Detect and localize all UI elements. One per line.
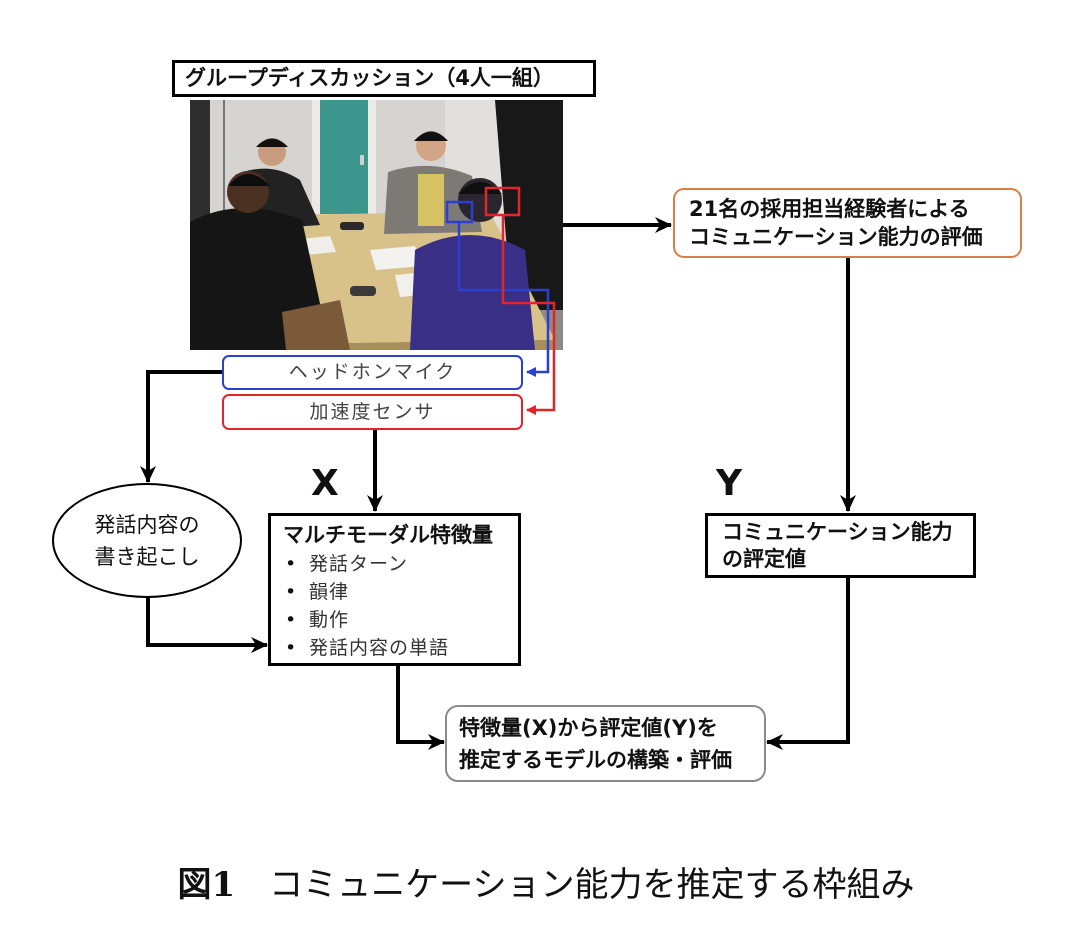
x-variable-label: X xyxy=(311,463,339,504)
arrow-rating-to-model xyxy=(766,578,850,750)
model-line-2: 推定するモデルの構築・評価 xyxy=(459,747,732,772)
transcription-line-1: 発話内容の xyxy=(94,512,200,537)
yellow-shirt xyxy=(418,174,444,226)
model-line-1: 特徴量(X)から評定値(Y)を xyxy=(459,715,718,740)
multimodal-features-box: マルチモーダル特徴量 発話ターン 韻律 動作 発話内容の単語 xyxy=(268,513,521,666)
figure-number: 図1 xyxy=(177,865,236,905)
headphone-mic-box: ヘッドホンマイク xyxy=(222,355,523,390)
model-building-box: 特徴量(X)から評定値(Y)を 推定するモデルの構築・評価 xyxy=(445,705,766,782)
arrow-features-to-model xyxy=(396,666,445,750)
device xyxy=(340,222,364,230)
brown-pants xyxy=(282,300,350,350)
group-discussion-title: グループディスカッション（4人一組） xyxy=(185,66,554,90)
feature-item: 動作 xyxy=(283,606,518,634)
evaluation-line-2: コミュニケーション能力の評価 xyxy=(689,225,983,249)
y-variable-label: Y xyxy=(716,463,743,504)
arrow-mic-to-transcription xyxy=(140,370,222,483)
feature-item: 発話内容の単語 xyxy=(283,634,518,662)
sensor-cap xyxy=(256,138,288,147)
features-list: 発話ターン 韻律 動作 発話内容の単語 xyxy=(283,550,518,662)
acceleration-sensor-box: 加速度センサ xyxy=(222,394,523,430)
feature-item: 韻律 xyxy=(283,578,518,606)
feature-item: 発話ターン xyxy=(283,550,518,578)
figure-caption: 図1 コミュニケーション能力を推定する枠組み xyxy=(0,858,1092,912)
transcription-line-2: 書き起こし xyxy=(94,544,200,569)
recruiter-evaluation-box: 21名の採用担当経験者による コミュニケーション能力の評価 xyxy=(673,188,1022,258)
sensor-cap xyxy=(228,174,270,186)
door-handle xyxy=(360,155,364,165)
participant-front-right xyxy=(410,235,535,350)
arrow-transcription-to-features xyxy=(146,598,268,653)
device xyxy=(350,286,376,296)
evaluation-line-1: 21名の採用担当経験者による xyxy=(689,197,970,221)
headphone-mic-label: ヘッドホンマイク xyxy=(288,361,457,383)
transcription-ellipse: 発話内容の 書き起こし xyxy=(52,483,242,598)
sensor-cap xyxy=(414,131,448,141)
features-title: マルチモーダル特徴量 xyxy=(283,523,493,547)
photo-scene xyxy=(190,100,563,350)
rating-line-1: コミュニケーション能力 xyxy=(722,519,953,544)
group-discussion-photo xyxy=(190,100,563,350)
rating-line-2: の評定値 xyxy=(722,546,806,571)
acceleration-sensor-label: 加速度センサ xyxy=(309,401,436,423)
paper-sheet xyxy=(370,246,422,270)
caption-text: コミュニケーション能力を推定する枠組み xyxy=(269,865,915,905)
rating-value-box: コミュニケーション能力 の評定値 xyxy=(705,513,976,578)
group-discussion-title-box: グループディスカッション（4人一組） xyxy=(172,60,596,97)
